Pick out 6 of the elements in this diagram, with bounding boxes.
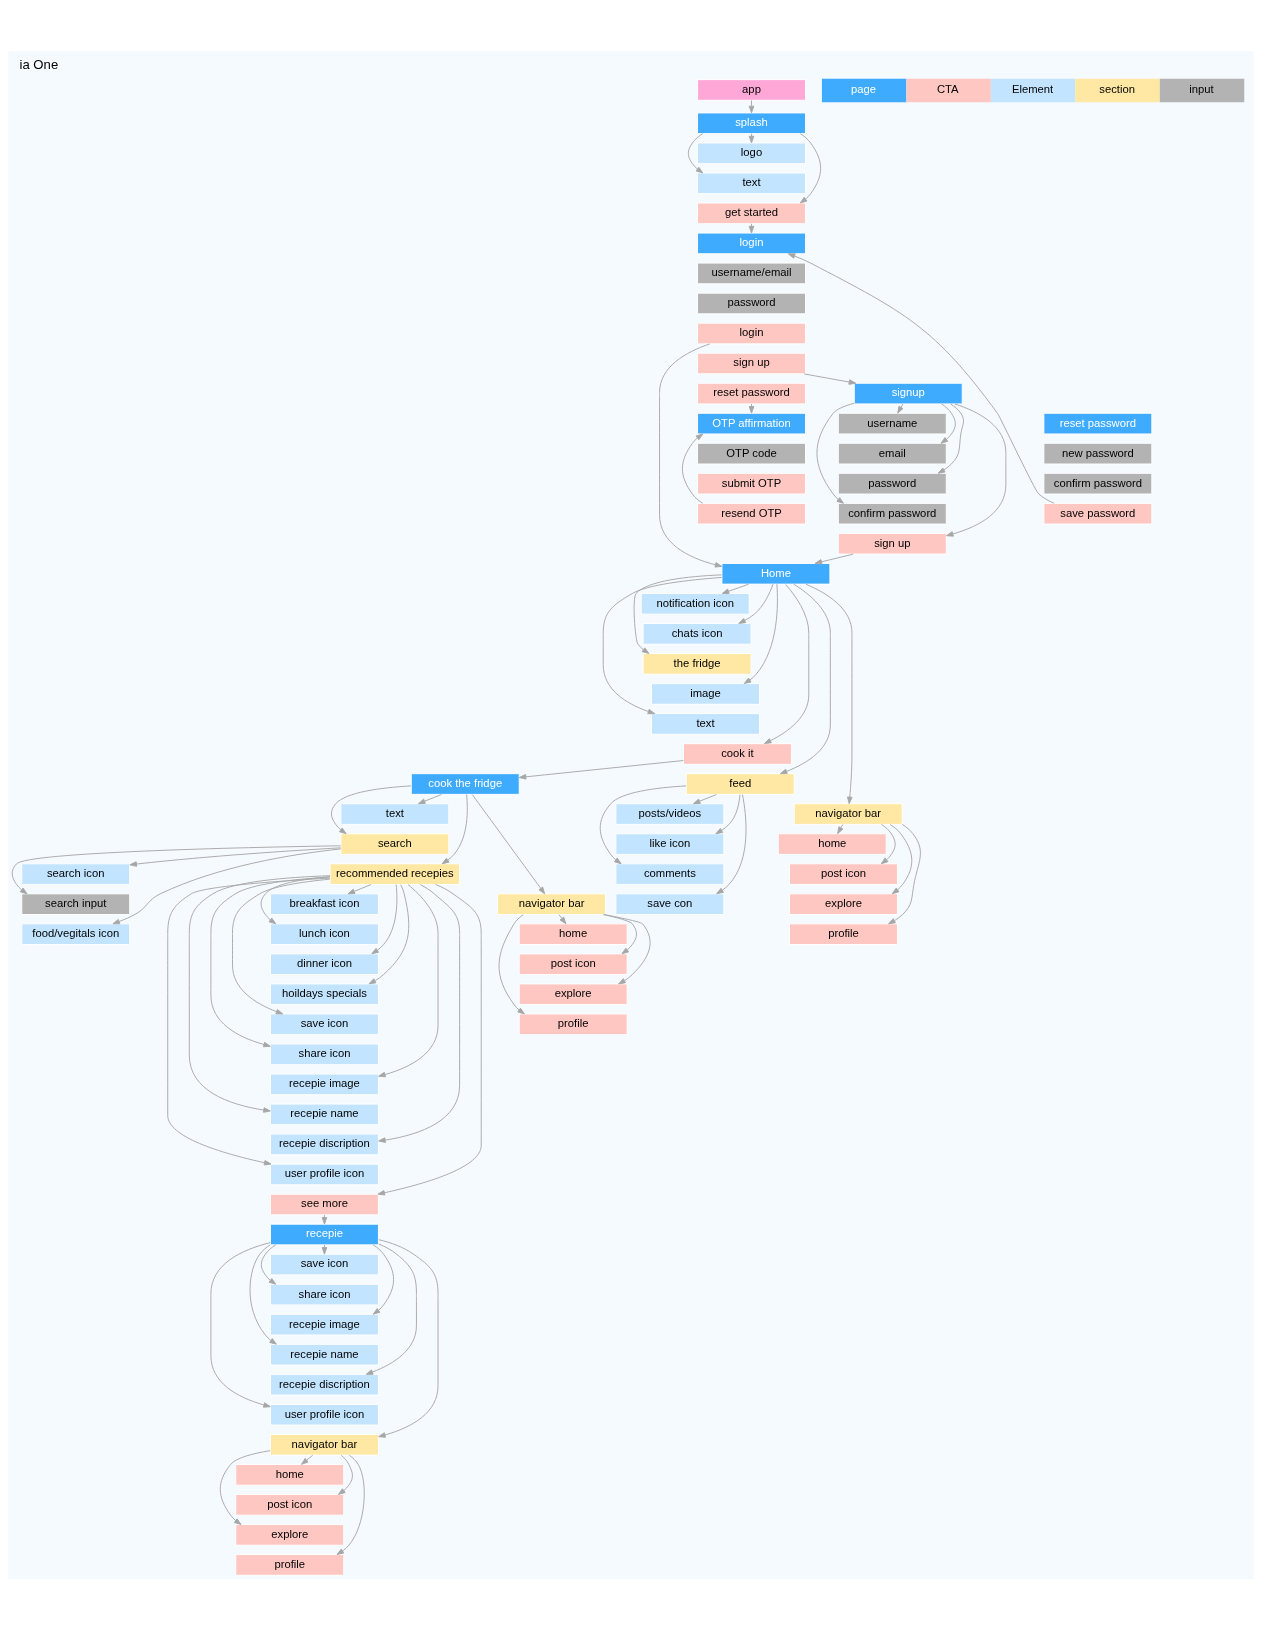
legend-label: section — [1099, 82, 1135, 95]
legend-label: CTA — [936, 82, 959, 95]
legend-label: input — [1189, 82, 1214, 95]
legend-label: page — [851, 82, 877, 95]
legend-label: Element — [1011, 82, 1054, 95]
diagram-title: ia One — [19, 56, 59, 72]
